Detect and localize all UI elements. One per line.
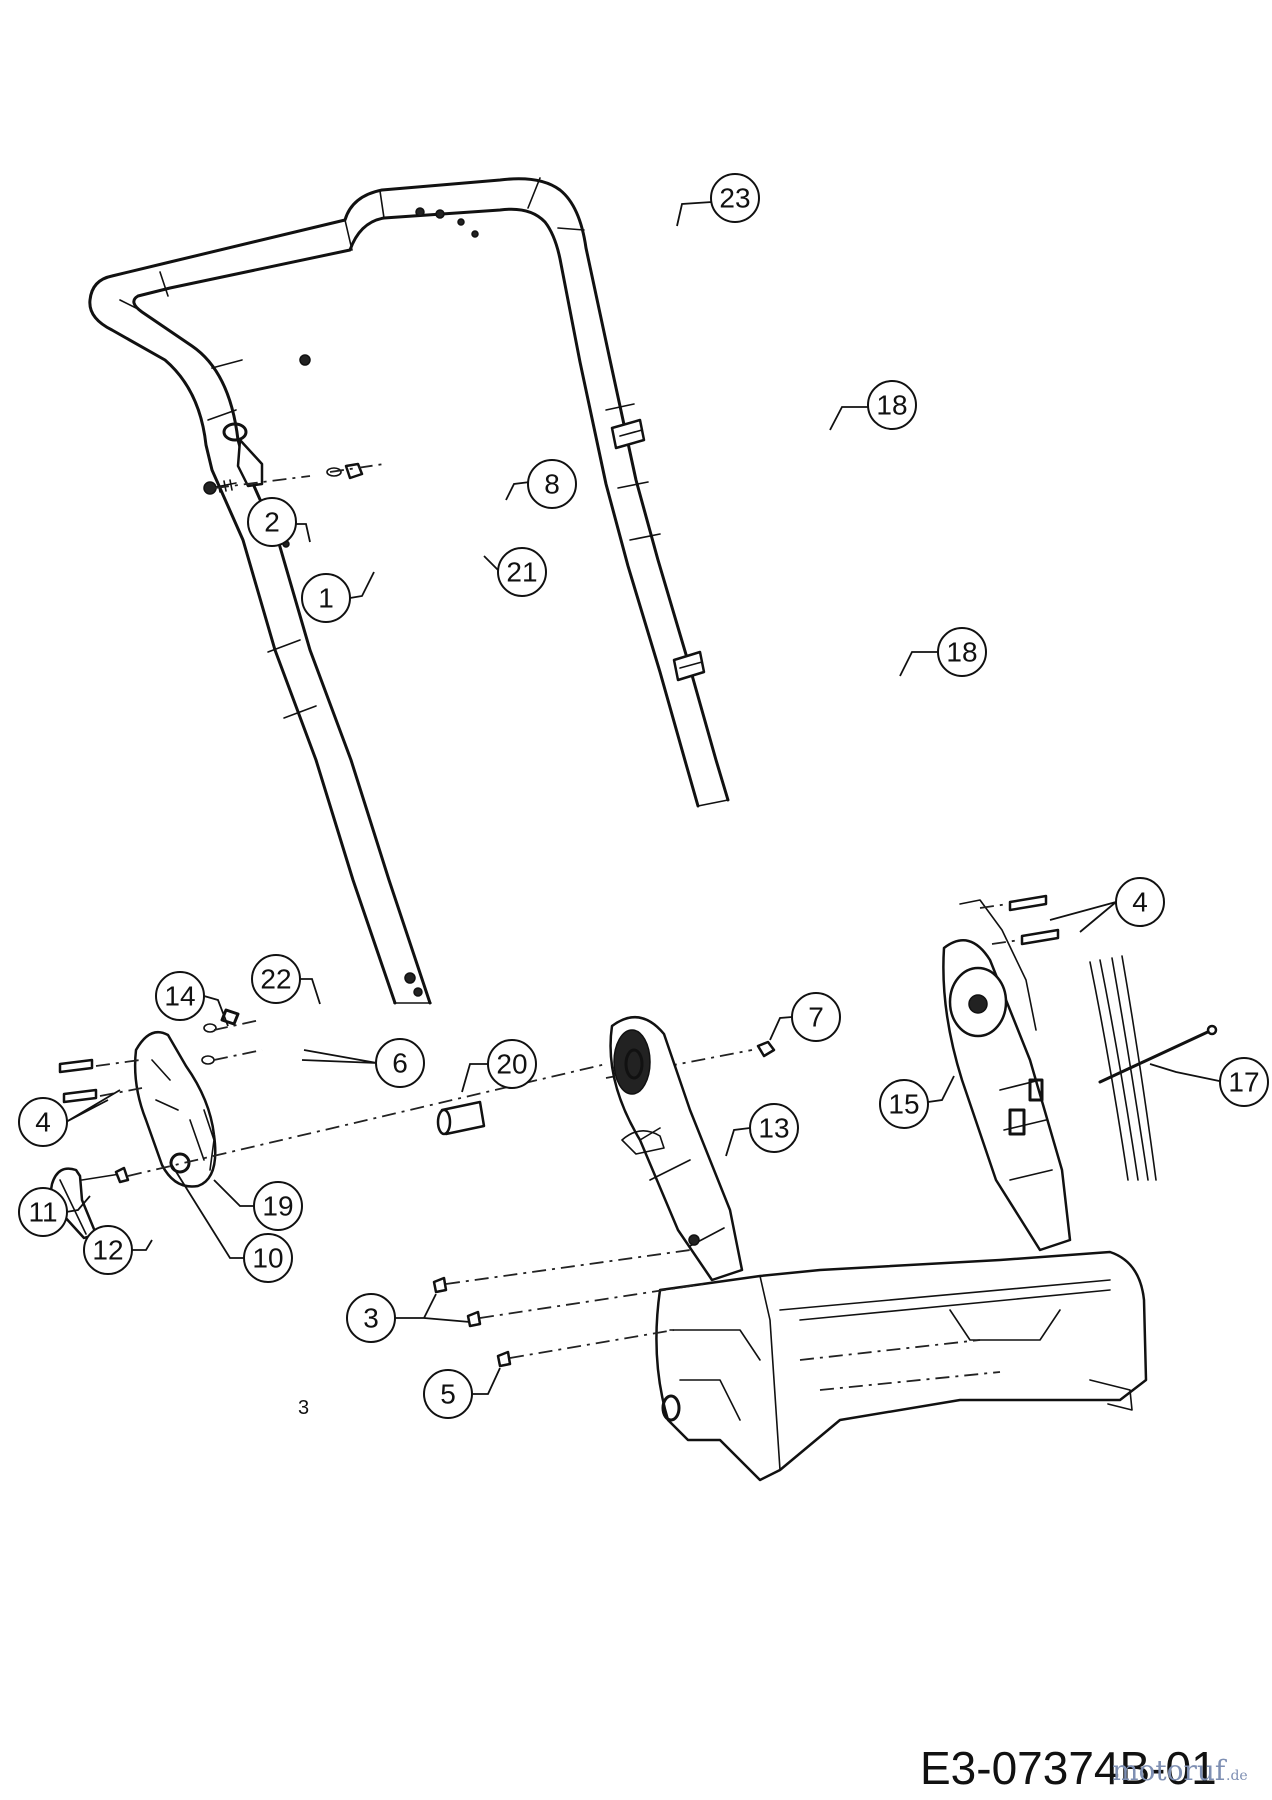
mounting-screws <box>432 1276 512 1368</box>
svg-text:5: 5 <box>440 1379 456 1410</box>
washer-and-nut <box>326 462 364 480</box>
svg-text:21: 21 <box>506 557 537 588</box>
leader-23 <box>676 201 713 227</box>
callout-3: 3 <box>346 1293 396 1343</box>
svg-text:13: 13 <box>758 1113 789 1144</box>
upper-handle-bar <box>88 177 730 1005</box>
svg-text:23: 23 <box>719 183 750 214</box>
callout-1: 1 <box>301 573 351 623</box>
leader-2 <box>296 523 311 543</box>
callout-17: 17 <box>1219 1057 1269 1107</box>
leader-19 <box>213 1179 254 1207</box>
center-handle-bracket <box>609 1015 744 1282</box>
svg-text:3: 3 <box>363 1303 379 1334</box>
leader-5 <box>472 1367 501 1395</box>
leader-6 <box>301 1049 378 1064</box>
svg-text:22: 22 <box>260 964 291 995</box>
leader-18-lower <box>899 651 940 677</box>
spacer-tube <box>436 1100 486 1136</box>
leader-10 <box>169 1161 244 1259</box>
cable-clip-lower <box>672 650 706 682</box>
svg-text:15: 15 <box>888 1089 919 1120</box>
svg-text:20: 20 <box>496 1049 527 1080</box>
page-note: 3 <box>298 1397 309 1419</box>
svg-text:17: 17 <box>1228 1067 1259 1098</box>
svg-text:19: 19 <box>262 1191 293 1222</box>
watermark-suffix: .de <box>1226 1768 1248 1784</box>
callout-12: 12 <box>83 1225 133 1275</box>
callout-7: 7 <box>791 992 841 1042</box>
leader-4-left <box>65 1089 121 1123</box>
svg-text:11: 11 <box>28 1197 57 1228</box>
bowden-cable <box>1089 955 1218 1181</box>
svg-text:14: 14 <box>164 981 195 1012</box>
left-handle-bracket <box>133 1030 217 1188</box>
svg-text:8: 8 <box>544 469 560 500</box>
svg-text:1: 1 <box>318 583 334 614</box>
cable-clip-upper <box>610 418 646 450</box>
hex-nut <box>756 1040 776 1058</box>
svg-text:18: 18 <box>876 390 907 421</box>
leader-4-right <box>1049 901 1117 933</box>
leader-11 <box>65 1195 91 1213</box>
callout-18-lower: 18 <box>937 627 987 677</box>
leader-14 <box>203 995 229 1027</box>
callout-4-left: 4 <box>18 1097 68 1147</box>
leader-1 <box>349 571 375 599</box>
leader-22 <box>300 978 321 1005</box>
callout-10: 10 <box>243 1233 293 1283</box>
leader-13 <box>725 1127 751 1157</box>
svg-text:12: 12 <box>92 1235 123 1266</box>
leader-8 <box>505 481 531 501</box>
leader-20 <box>461 1063 488 1093</box>
callout-5: 5 <box>423 1369 473 1419</box>
leader-15 <box>927 1075 955 1103</box>
leader-3 <box>395 1293 471 1323</box>
callout-6: 6 <box>375 1038 425 1088</box>
svg-text:4: 4 <box>35 1107 51 1138</box>
leader-12 <box>131 1239 153 1251</box>
svg-text:4: 4 <box>1132 887 1148 918</box>
bracket-small-parts <box>201 1008 240 1065</box>
callout-18-upper: 18 <box>867 380 917 430</box>
callout-15: 15 <box>879 1079 929 1129</box>
mower-housing <box>655 1250 1148 1482</box>
leader-18-upper <box>829 406 870 431</box>
right-handle-bracket <box>942 899 1072 1252</box>
callout-4-right: 4 <box>1115 877 1165 927</box>
leader-17 <box>1149 1063 1225 1083</box>
svg-text:2: 2 <box>264 507 280 538</box>
svg-text:6: 6 <box>392 1048 408 1079</box>
callout-2: 2 <box>247 497 297 547</box>
callout-20: 20 <box>487 1039 537 1089</box>
leader-21 <box>483 555 499 571</box>
callout-23: 23 <box>710 173 760 223</box>
callout-19: 19 <box>253 1181 303 1231</box>
bracket-pins-left <box>58 1058 98 1104</box>
cable-lever <box>222 422 264 488</box>
callout-11: 11 <box>18 1187 68 1237</box>
callout-22: 22 <box>251 954 301 1004</box>
callout-8: 8 <box>527 459 577 509</box>
callout-13: 13 <box>749 1103 799 1153</box>
svg-text:18: 18 <box>946 637 977 668</box>
callout-21: 21 <box>497 547 547 597</box>
bracket-pins-right <box>1008 894 1060 946</box>
leader-7 <box>769 1016 793 1041</box>
svg-text:10: 10 <box>252 1243 283 1274</box>
drawing-code: E3-07374B-01 <box>920 1742 1217 1794</box>
watermark: motoruf <box>1112 1754 1228 1787</box>
callout-14: 14 <box>155 971 205 1021</box>
svg-text:7: 7 <box>808 1002 824 1033</box>
